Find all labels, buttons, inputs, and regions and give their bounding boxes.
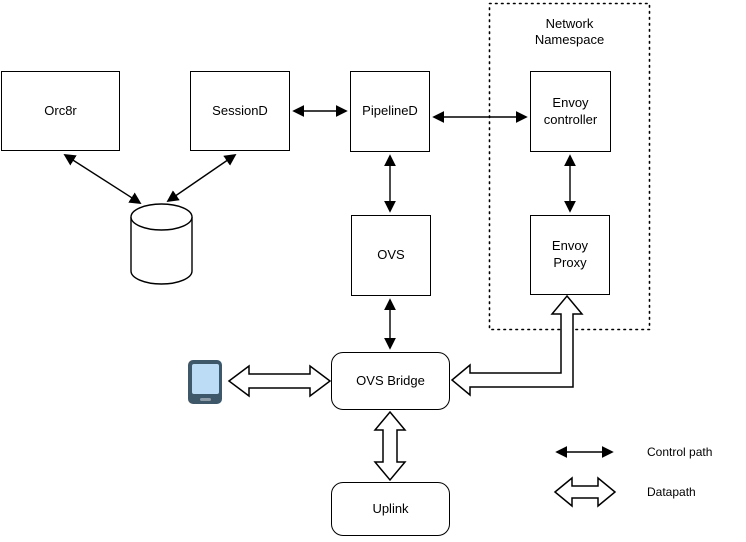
datapath-device-ovs-bridge (227, 364, 332, 398)
node-envoy-controller-label: Envoy controller (543, 94, 598, 127)
node-ovs-label: OVS (377, 247, 405, 263)
node-pipelined: PipelineD (350, 71, 430, 152)
tablet-icon (188, 360, 222, 404)
legend-control-path-label: Control path (647, 445, 713, 459)
node-sessiond-label: SessionD (212, 102, 268, 118)
tablet-home-bar (199, 397, 211, 401)
node-uplink: Uplink (331, 482, 450, 536)
node-ovs: OVS (351, 215, 431, 296)
node-envoy-proxy-label: Envoy Proxy (551, 238, 589, 270)
arrow-orc8r-policydb (63, 154, 142, 204)
legend-datapath-arrow (553, 476, 617, 508)
node-envoy-controller: Envoy controller (530, 71, 611, 152)
node-orc8r: Orc8r (1, 71, 120, 151)
node-envoy-proxy: Envoy Proxy (530, 215, 610, 295)
datapath-envoy-proxy-ovs-bridge (450, 294, 584, 397)
tablet-screen (191, 363, 219, 394)
node-policydb-label: PolicyDB (135, 248, 188, 263)
node-uplink-label: Uplink (372, 500, 409, 516)
node-policydb (130, 203, 193, 285)
node-ovs-bridge-label: OVS Bridge (356, 372, 425, 388)
datapath-ovs-bridge-uplink (373, 410, 407, 482)
node-ovs-bridge: OVS Bridge (331, 352, 450, 410)
legend-datapath-label: Datapath (647, 485, 696, 499)
arrow-sessiond-policydb (166, 153, 237, 203)
namespace-label: Network Namespace (534, 16, 605, 48)
node-orc8r-label: Orc8r (44, 102, 77, 118)
node-pipelined-label: PipelineD (362, 103, 418, 119)
node-sessiond: SessionD (190, 71, 290, 151)
